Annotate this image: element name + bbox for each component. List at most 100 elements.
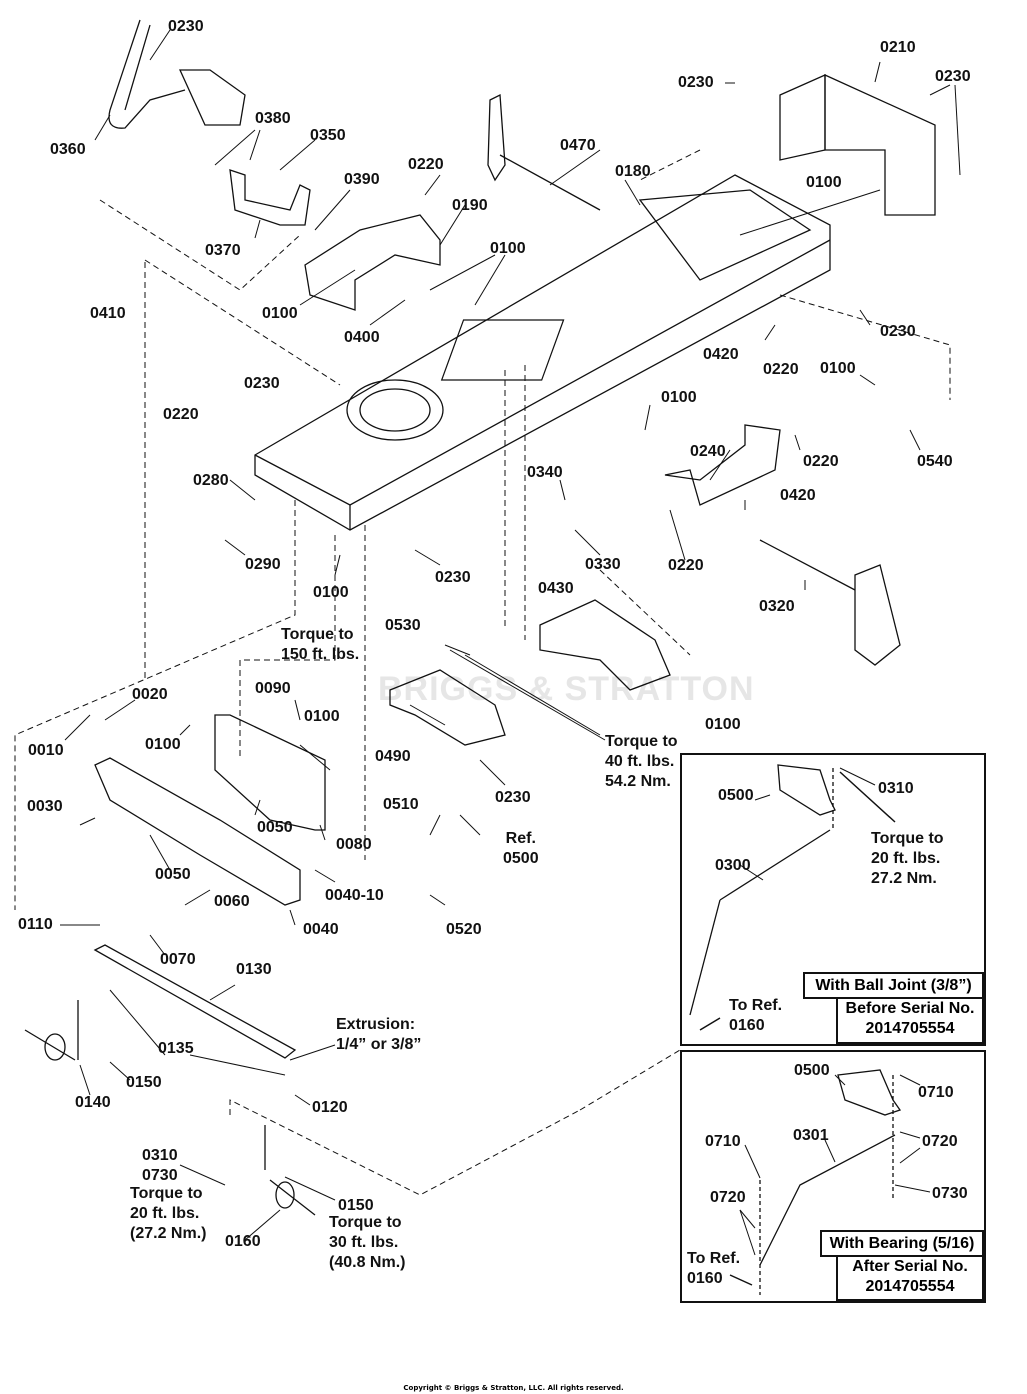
callout-0240: 0240	[690, 443, 726, 460]
callout-0210: 0210	[880, 39, 916, 56]
callout-0100: 0100	[490, 240, 526, 257]
callout-0390: 0390	[344, 171, 380, 188]
callout-0020: 0020	[132, 686, 168, 703]
inset1-callout-0310: 0310	[878, 780, 914, 797]
callout-0130: 0130	[236, 961, 272, 978]
callout-0110: 0110	[18, 916, 53, 933]
bracket-0240	[664, 424, 781, 506]
callout-0230: 0230	[435, 569, 471, 586]
callout-0230: 0230	[495, 789, 531, 806]
inset1-title: With Ball Joint (3/8”)	[803, 972, 984, 999]
callout-0370: 0370	[205, 242, 241, 259]
callout-0150: 0150	[126, 1074, 162, 1091]
callout-0220: 0220	[763, 361, 799, 378]
callout-0050: 0050	[155, 866, 191, 883]
callout-0190: 0190	[452, 197, 488, 214]
lever-0470	[487, 93, 601, 211]
inset1-to-ref-note: To Ref. 0160	[729, 997, 783, 1034]
spindle-0140	[24, 1000, 79, 1061]
callout-0380: 0380	[255, 110, 291, 127]
callout-0100: 0100	[313, 584, 349, 601]
callout-0520: 0520	[446, 921, 482, 938]
tie-rod-0130	[93, 944, 297, 1059]
callout-0100: 0100	[145, 736, 181, 753]
brake-pedal-0360	[108, 19, 246, 129]
inset2-callout-0720: 0720	[710, 1189, 746, 1206]
callout-0530: 0530	[385, 617, 421, 634]
inset2-callout-0710: 0710	[918, 1084, 954, 1101]
callout-0310-0730: 0310 0730	[142, 1147, 178, 1184]
bracket-0370	[229, 169, 311, 226]
callout-0230: 0230	[168, 18, 204, 35]
inset2-callout-0301: 0301	[793, 1127, 829, 1144]
extrusion-note: Extrusion: 1/4” or 3/8”	[336, 1016, 422, 1053]
callout-0490: 0490	[375, 748, 411, 765]
callout-0040: 0040	[303, 921, 339, 938]
bracket-0080	[214, 714, 326, 831]
copyright-footer: Copyright © Briggs & Stratton, LLC. All …	[403, 1384, 624, 1392]
inset2-callout-0710: 0710	[705, 1133, 741, 1150]
front-axle-0040	[94, 757, 301, 906]
inset2-to-ref-note: To Ref. 0160	[687, 1250, 741, 1287]
callout-0230: 0230	[935, 68, 971, 85]
inset1-callout-0300: 0300	[715, 857, 751, 874]
inset2-serial: After Serial No. 2014705554	[836, 1255, 984, 1301]
callout-0100: 0100	[262, 305, 298, 322]
inset-bearing-drawing	[729, 1069, 931, 1295]
callout-0180: 0180	[615, 163, 651, 180]
callout-0340: 0340	[527, 464, 563, 481]
callout-0320: 0320	[759, 598, 795, 615]
callout-0100: 0100	[304, 708, 340, 725]
callout-0100: 0100	[661, 389, 697, 406]
callout-0100: 0100	[806, 174, 842, 191]
callout-0220: 0220	[668, 557, 704, 574]
callout-0100: 0100	[705, 716, 741, 733]
callout-0070: 0070	[160, 951, 196, 968]
callout-0050: 0050	[257, 819, 293, 836]
callout-0420: 0420	[780, 487, 816, 504]
callout-0360: 0360	[50, 141, 86, 158]
callout-0220: 0220	[163, 406, 199, 423]
callout-0120: 0120	[312, 1099, 348, 1116]
callout-0150: 0150	[338, 1197, 374, 1214]
inset2-title: With Bearing (5/16)	[820, 1230, 984, 1257]
callout-0540: 0540	[917, 453, 953, 470]
bracket-0190	[304, 214, 441, 311]
inset1-torque-note: Torque to 20 ft. lbs. 27.2 Nm.	[871, 830, 944, 887]
inset2-callout-0720: 0720	[922, 1133, 958, 1150]
ref-note-0500: Ref. 0500	[503, 830, 539, 867]
callout-0330: 0330	[585, 556, 621, 573]
callout-0420: 0420	[703, 346, 739, 363]
callout-0140: 0140	[75, 1094, 111, 1111]
bracket-0430	[539, 599, 671, 691]
spindle-0160	[264, 1125, 316, 1216]
inset1-serial: Before Serial No. 2014705554	[836, 997, 984, 1044]
inset1-callout-0500: 0500	[718, 787, 754, 804]
inset-ball-joint-drawing	[689, 764, 896, 1031]
callout-0230: 0230	[880, 323, 916, 340]
torque-note-30: Torque to 30 ft. lbs. (40.8 Nm.)	[329, 1214, 406, 1271]
leader-lines	[60, 29, 961, 1241]
callout-0080: 0080	[336, 836, 372, 853]
torque-note-20: Torque to 20 ft. lbs. (27.2 Nm.)	[130, 1185, 207, 1242]
callout-0100: 0100	[820, 360, 856, 377]
bracket-0490	[389, 669, 506, 746]
callout-0400: 0400	[344, 329, 380, 346]
bracket-0210	[779, 73, 936, 216]
callout-0290: 0290	[245, 556, 281, 573]
callout-0470: 0470	[560, 137, 596, 154]
torque-note-150: Torque to 150 ft. lbs.	[281, 626, 360, 663]
callout-0230: 0230	[678, 74, 714, 91]
brand-watermark: BRIGGS & STRATTON	[378, 670, 755, 708]
callout-0030: 0030	[27, 798, 63, 815]
frame-0180	[254, 174, 831, 531]
callout-0160: 0160	[225, 1233, 261, 1250]
callout-0220: 0220	[803, 453, 839, 470]
lift-handle-0320	[759, 539, 901, 666]
inset2-callout-0730: 0730	[932, 1185, 968, 1202]
inset-bearing	[680, 1050, 986, 1303]
callout-0135: 0135	[158, 1040, 194, 1057]
callout-0090: 0090	[255, 680, 291, 697]
callout-0280: 0280	[193, 472, 229, 489]
inset2-callout-0500: 0500	[794, 1062, 830, 1079]
